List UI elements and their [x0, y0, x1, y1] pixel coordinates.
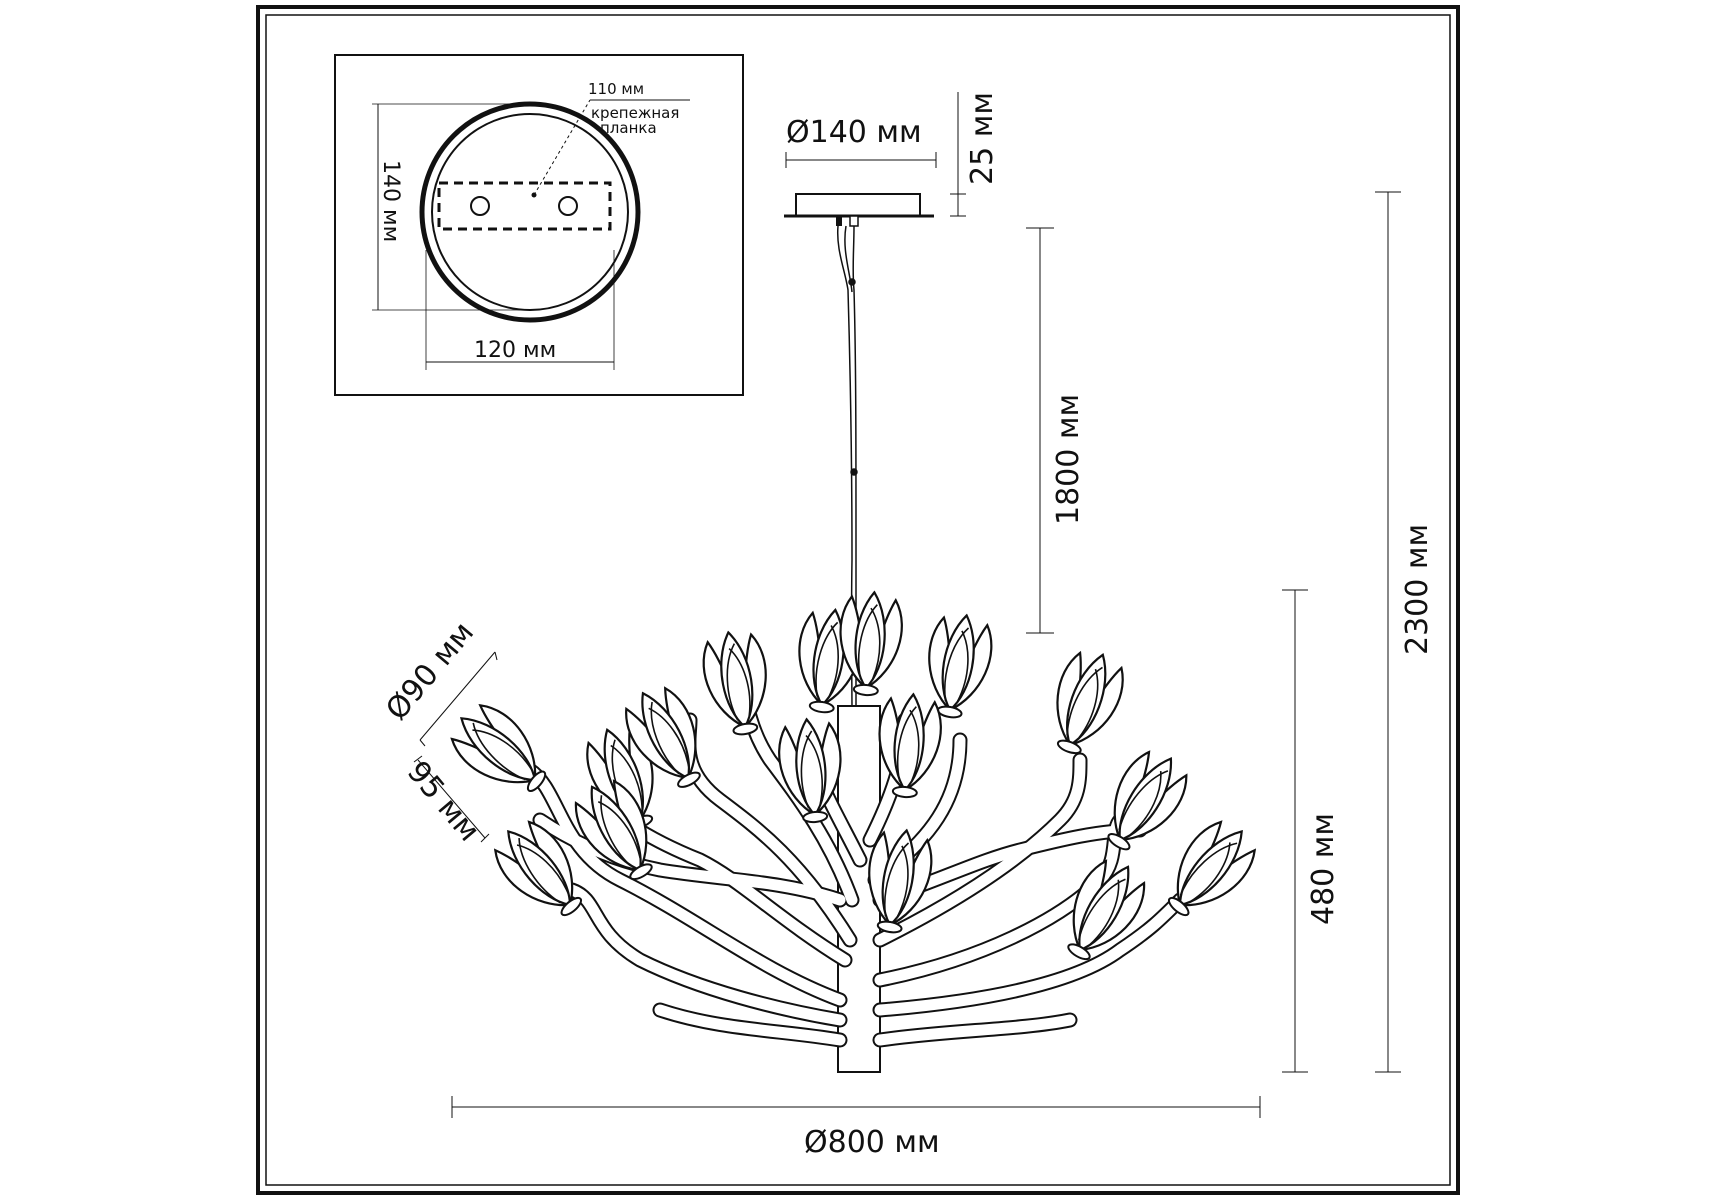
mounting-bracket: [437, 181, 612, 231]
mounting-plate-inset: [334, 54, 744, 396]
body-height-label: 480 мм: [1306, 813, 1341, 925]
screw-hole-left: [470, 196, 490, 216]
inset-label-140: 140 мм: [378, 160, 403, 242]
inset-label-mount-1: крепежная: [591, 104, 679, 122]
flower-diameter-label: Ø90 мм: [379, 615, 481, 727]
ceiling-canopy: [784, 92, 966, 227]
branches-inner: [524, 684, 1186, 1046]
inset-label-mount-2: планка: [600, 119, 657, 137]
outer-frame: [256, 5, 1460, 1195]
inset-label-110: 110 мм: [588, 80, 644, 98]
canopy-height-label: 25 мм: [965, 92, 1000, 185]
inset-label-120: 120 мм: [474, 338, 556, 363]
inner-frame: [265, 14, 1451, 1186]
dimension-lines: [413, 191, 1401, 1118]
total-height-label: 2300 мм: [1400, 524, 1435, 655]
screw-hole-right: [558, 196, 578, 216]
cable-length-label: 1800 мм: [1051, 394, 1086, 525]
overall-diameter-label: Ø800 мм: [804, 1125, 940, 1160]
canopy-diameter-label: Ø140 мм: [786, 115, 922, 150]
